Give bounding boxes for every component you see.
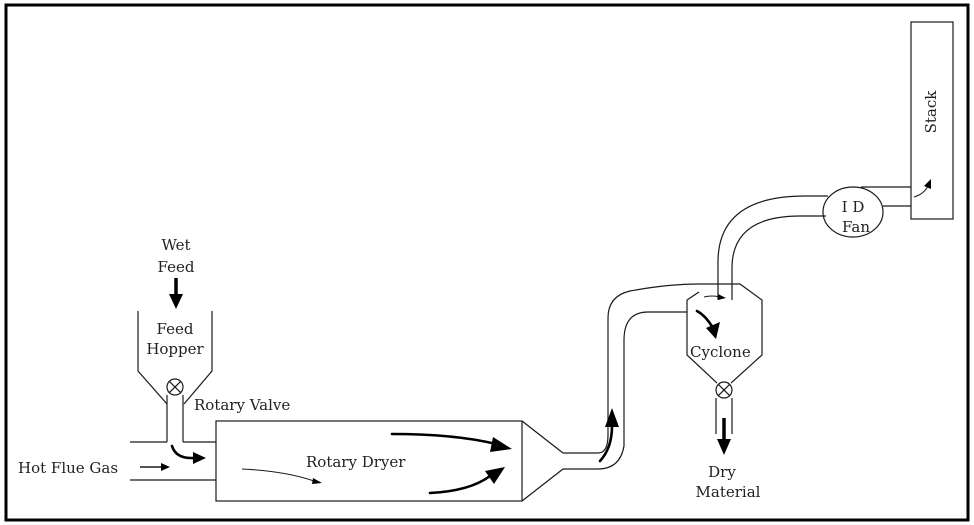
stack-label: Stack (922, 90, 940, 134)
id-fan-label-line1: I D (842, 198, 865, 216)
feed-hopper-label-line1: Feed (157, 320, 194, 338)
rotary-dryer-label: Rotary Dryer (306, 453, 406, 471)
cyclone-rotary-valve-symbol (715, 381, 733, 399)
feed-hopper (137, 311, 213, 405)
stack-flow-arrow (913, 179, 931, 198)
cyclone (686, 283, 763, 384)
hot-flue-gas-arrow (140, 463, 170, 471)
dryer-flow-arrow-small (241, 468, 322, 484)
feed-hopper-label-line2: Hopper (146, 340, 204, 358)
rotary-valve-label: Rotary Valve (194, 396, 290, 414)
id-fan-label-line2: Fan (842, 218, 870, 236)
feed-chute (166, 395, 184, 442)
dryer-flow-arrow-bottom (428, 467, 505, 495)
rotary-valve-symbol (166, 378, 184, 396)
feed-entry-arrow (170, 444, 206, 464)
inlet-duct (130, 441, 216, 481)
dryer-flow-arrow-top (390, 432, 512, 452)
dry-material-label-line1: Dry (708, 463, 736, 481)
fan-to-stack-duct (861, 186, 911, 207)
duct-flow-arrow (598, 408, 619, 463)
dry-material-arrow (717, 418, 731, 455)
stack (910, 21, 954, 220)
id-fan (822, 186, 884, 238)
dryer-to-cyclone-duct (597, 283, 700, 470)
dry-material-label-line2: Material (696, 483, 761, 501)
wet-feed-label-line2: Feed (158, 258, 195, 276)
cyclone-inlet-arrow (695, 309, 720, 339)
diagram-frame (4, 3, 970, 522)
cyclone-discharge-chute (715, 398, 733, 434)
wet-feed-arrow (169, 278, 183, 309)
cyclone-label: Cyclone (690, 343, 751, 361)
cyclone-outlet-arrow (703, 294, 726, 300)
rotary-dryer (215, 420, 598, 502)
wet-feed-label-line1: Wet (161, 236, 190, 254)
cyclone-to-fan-duct (717, 195, 828, 300)
hot-flue-gas-label: Hot Flue Gas (18, 459, 118, 477)
